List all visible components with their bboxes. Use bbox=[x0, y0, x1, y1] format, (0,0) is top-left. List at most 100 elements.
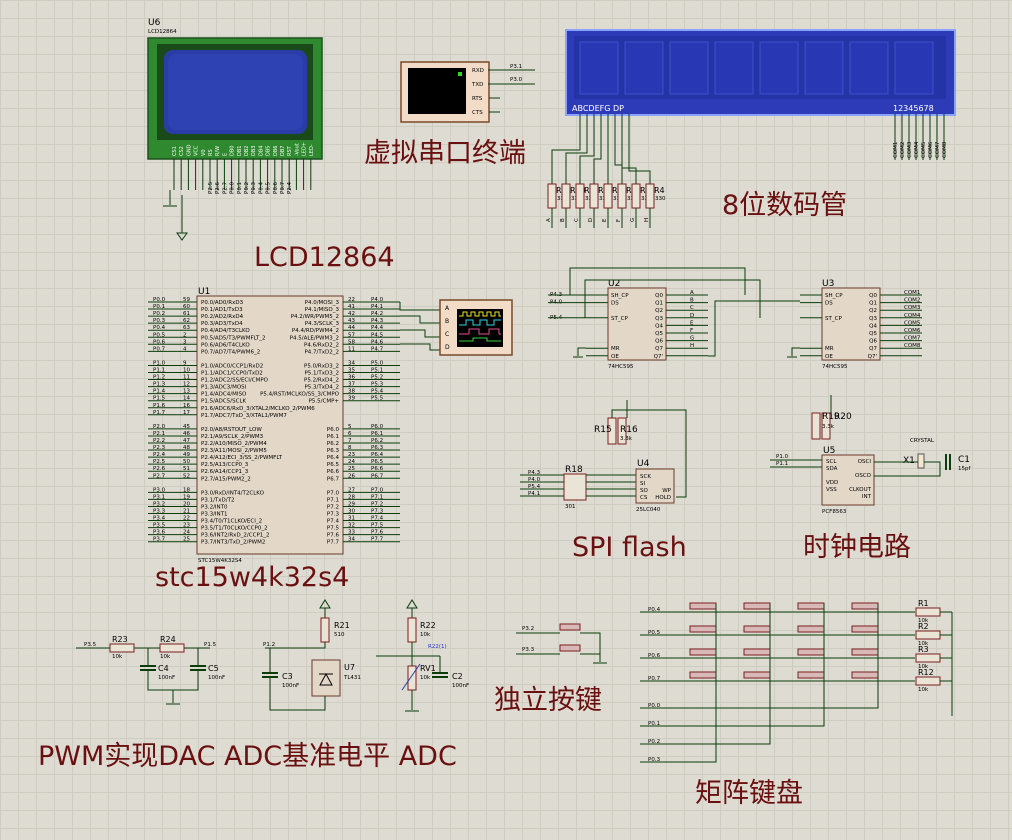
scope-channel-labels: ABCD bbox=[445, 305, 450, 351]
mcu-left-net-7: P0.7 bbox=[153, 346, 166, 352]
btn-net-1: P3.2 bbox=[522, 626, 534, 632]
seg-com-1: COM1 bbox=[893, 142, 899, 158]
mcu-right-pin-3: 43 bbox=[348, 318, 355, 324]
seg-digit-6 bbox=[804, 41, 844, 95]
adc-rv1-value: 10k bbox=[420, 675, 431, 681]
mcu-right-net-0: P4.0 bbox=[371, 297, 384, 303]
mcu-body bbox=[196, 295, 344, 555]
lcd-pin-11: DB3 bbox=[251, 146, 257, 156]
keypad-key-2-1[interactable] bbox=[743, 648, 771, 656]
keypad-key-0-2[interactable] bbox=[797, 602, 825, 610]
seg-net-c: C bbox=[574, 218, 580, 222]
mcu-right-func-0: P4.0/MOSI_3 bbox=[305, 300, 340, 306]
keypad-key-3-0[interactable] bbox=[689, 671, 717, 679]
sr-0-out-pin-8: Q7' bbox=[654, 354, 663, 360]
sr-0-out-pin-2: Q2 bbox=[655, 308, 663, 314]
flash-net-3: P4.1 bbox=[528, 491, 540, 497]
adc-rv1-ref: RV1 bbox=[420, 664, 436, 673]
rtc-clock[interactable]: R19 R20 3.3k U5 SCLSDAVDDVSSOSCIOSCOCLKO… bbox=[770, 395, 971, 563]
rtc-part: PCF8563 bbox=[822, 509, 847, 515]
keypad-key-2-0[interactable] bbox=[689, 648, 717, 656]
spi-flash[interactable]: R15 R16 3.3k R18 301 P4.3P4.0P5.4P4.1 U4… bbox=[520, 400, 687, 563]
sr-1-in-pin-3: ST_CP bbox=[825, 316, 842, 322]
independent-buttons[interactable]: P3.2 P3.3 独立按键 bbox=[494, 623, 607, 716]
adc-pot[interactable]: R22 10k R22(1) RV1 10k C2 100nF bbox=[376, 599, 469, 712]
terminal-pin-rxd: RXD bbox=[472, 68, 484, 74]
keypad-row-net-1: P0.1 bbox=[648, 721, 660, 727]
lcd-pin-13: DB5 bbox=[266, 146, 272, 156]
mcu-right-pin-23: 24 bbox=[348, 459, 355, 465]
sr-0-out-net-0: A bbox=[690, 290, 694, 296]
mcu-left-pin-4: 63 bbox=[183, 325, 190, 331]
matrix-keypad[interactable]: P0.4R110kP0.5R210kP0.6R310kP0.7R1210kP0.… bbox=[640, 599, 953, 763]
pwm-dac[interactable]: P3.5 P1.5 R23 10k R24 10k C4 100nF C5 10… bbox=[76, 635, 225, 705]
vref-tl431[interactable]: R21 510 P1.2 C3 100nF U7 TL431 bbox=[262, 599, 361, 711]
mcu-right-func-2: P4.2/WR/PWM5_2 bbox=[291, 314, 339, 320]
keypad-key-3-1[interactable] bbox=[743, 671, 771, 679]
lcd-net-0: P2.5 bbox=[208, 181, 214, 194]
keypad-key-2-2[interactable] bbox=[797, 648, 825, 656]
mcu-left-func-16: P1.7/ADC7/TxD_3/XTAL1/PWM7 bbox=[201, 413, 287, 419]
keypad-key-0-0[interactable] bbox=[689, 602, 717, 610]
pwm-r24-value: 10k bbox=[160, 654, 171, 660]
rtc-pin-vss: VSS bbox=[826, 487, 837, 493]
flash-pin-so: SO bbox=[640, 488, 648, 494]
keypad-key-0-1[interactable] bbox=[743, 602, 771, 610]
lcd-net-9: P0.6 bbox=[273, 181, 279, 194]
rtc-crystal-label: CRYSTAL bbox=[910, 438, 935, 444]
sr-0-in-pin-0: SH_CP bbox=[611, 293, 629, 299]
mcu-right-pin-2: 42 bbox=[348, 311, 355, 317]
mcu-right-func-29: P7.2 bbox=[327, 504, 339, 510]
keypad-row-net-3: P0.3 bbox=[648, 757, 661, 763]
lcd-net-2: P2.7 bbox=[222, 181, 228, 194]
mcu-right-func-24: P6.6 bbox=[327, 469, 340, 475]
keypad-resistor-r1 bbox=[915, 607, 941, 617]
mcu-left-net-20: P2.2 bbox=[153, 438, 165, 444]
mcu-right-func-10: P5.1/TxD3_2 bbox=[304, 371, 339, 377]
vref-r21 bbox=[320, 617, 330, 643]
mcu-left-func-9: P1.0/ADC0/CCP1/RxD2 bbox=[201, 363, 263, 369]
oscilloscope[interactable]: ABCD bbox=[439, 299, 513, 356]
mcu-left-net-19: P2.1 bbox=[153, 431, 165, 437]
pwm-r24 bbox=[159, 643, 185, 653]
mcu-right-net-20: P6.2 bbox=[371, 438, 383, 444]
seg-resistor-ref-6: R5 bbox=[640, 186, 651, 195]
mcu-right-net-13: P5.4 bbox=[371, 389, 384, 395]
seg-resistor-ref-4: R7 bbox=[612, 186, 623, 195]
mcu-left-pin-9: 9 bbox=[183, 360, 187, 366]
btn-key-2[interactable] bbox=[559, 644, 581, 652]
vref-vcc-symbol bbox=[319, 599, 331, 609]
scope-trace-a bbox=[459, 311, 501, 317]
keypad-key-1-0[interactable] bbox=[689, 625, 717, 633]
mcu-right-net-34: P7.7 bbox=[371, 537, 384, 543]
keypad-key-3-2[interactable] bbox=[797, 671, 825, 679]
mcu-left-net-4: P0.4 bbox=[153, 325, 166, 331]
seg-digit-cells bbox=[579, 41, 934, 95]
mcu-right-net-27: P7.0 bbox=[371, 487, 384, 493]
keypad-key-1-1[interactable] bbox=[743, 625, 771, 633]
rtc-title: 时钟电路 bbox=[803, 532, 911, 563]
keypad-resistor-ref-1: R2 bbox=[918, 622, 929, 631]
keypad-key-0-3[interactable] bbox=[851, 602, 879, 610]
keypad-key-1-2[interactable] bbox=[797, 625, 825, 633]
keypad-key-2-3[interactable] bbox=[851, 648, 879, 656]
mcu-right-func-19: P6.1 bbox=[327, 434, 339, 440]
lcd-pin-12: DB4 bbox=[258, 146, 264, 156]
btn-key-1[interactable] bbox=[559, 623, 581, 631]
lcd-pin-4: V0 bbox=[201, 149, 207, 156]
keypad-key-3-3[interactable] bbox=[851, 671, 879, 679]
mcu-right-net-25: P6.7 bbox=[371, 473, 384, 479]
keypad-key-1-3[interactable] bbox=[851, 625, 879, 633]
mcu-left-func-18: P2.0/A8/RSTOUT_LOW bbox=[201, 427, 262, 433]
sr-1-out-pin-5: Q5 bbox=[869, 331, 877, 337]
mcu-right-func-21: P6.3 bbox=[327, 448, 340, 454]
sr-1-out-net-3: COM4 bbox=[904, 313, 921, 319]
mcu-title: stc15w4k32s4 bbox=[155, 562, 349, 593]
